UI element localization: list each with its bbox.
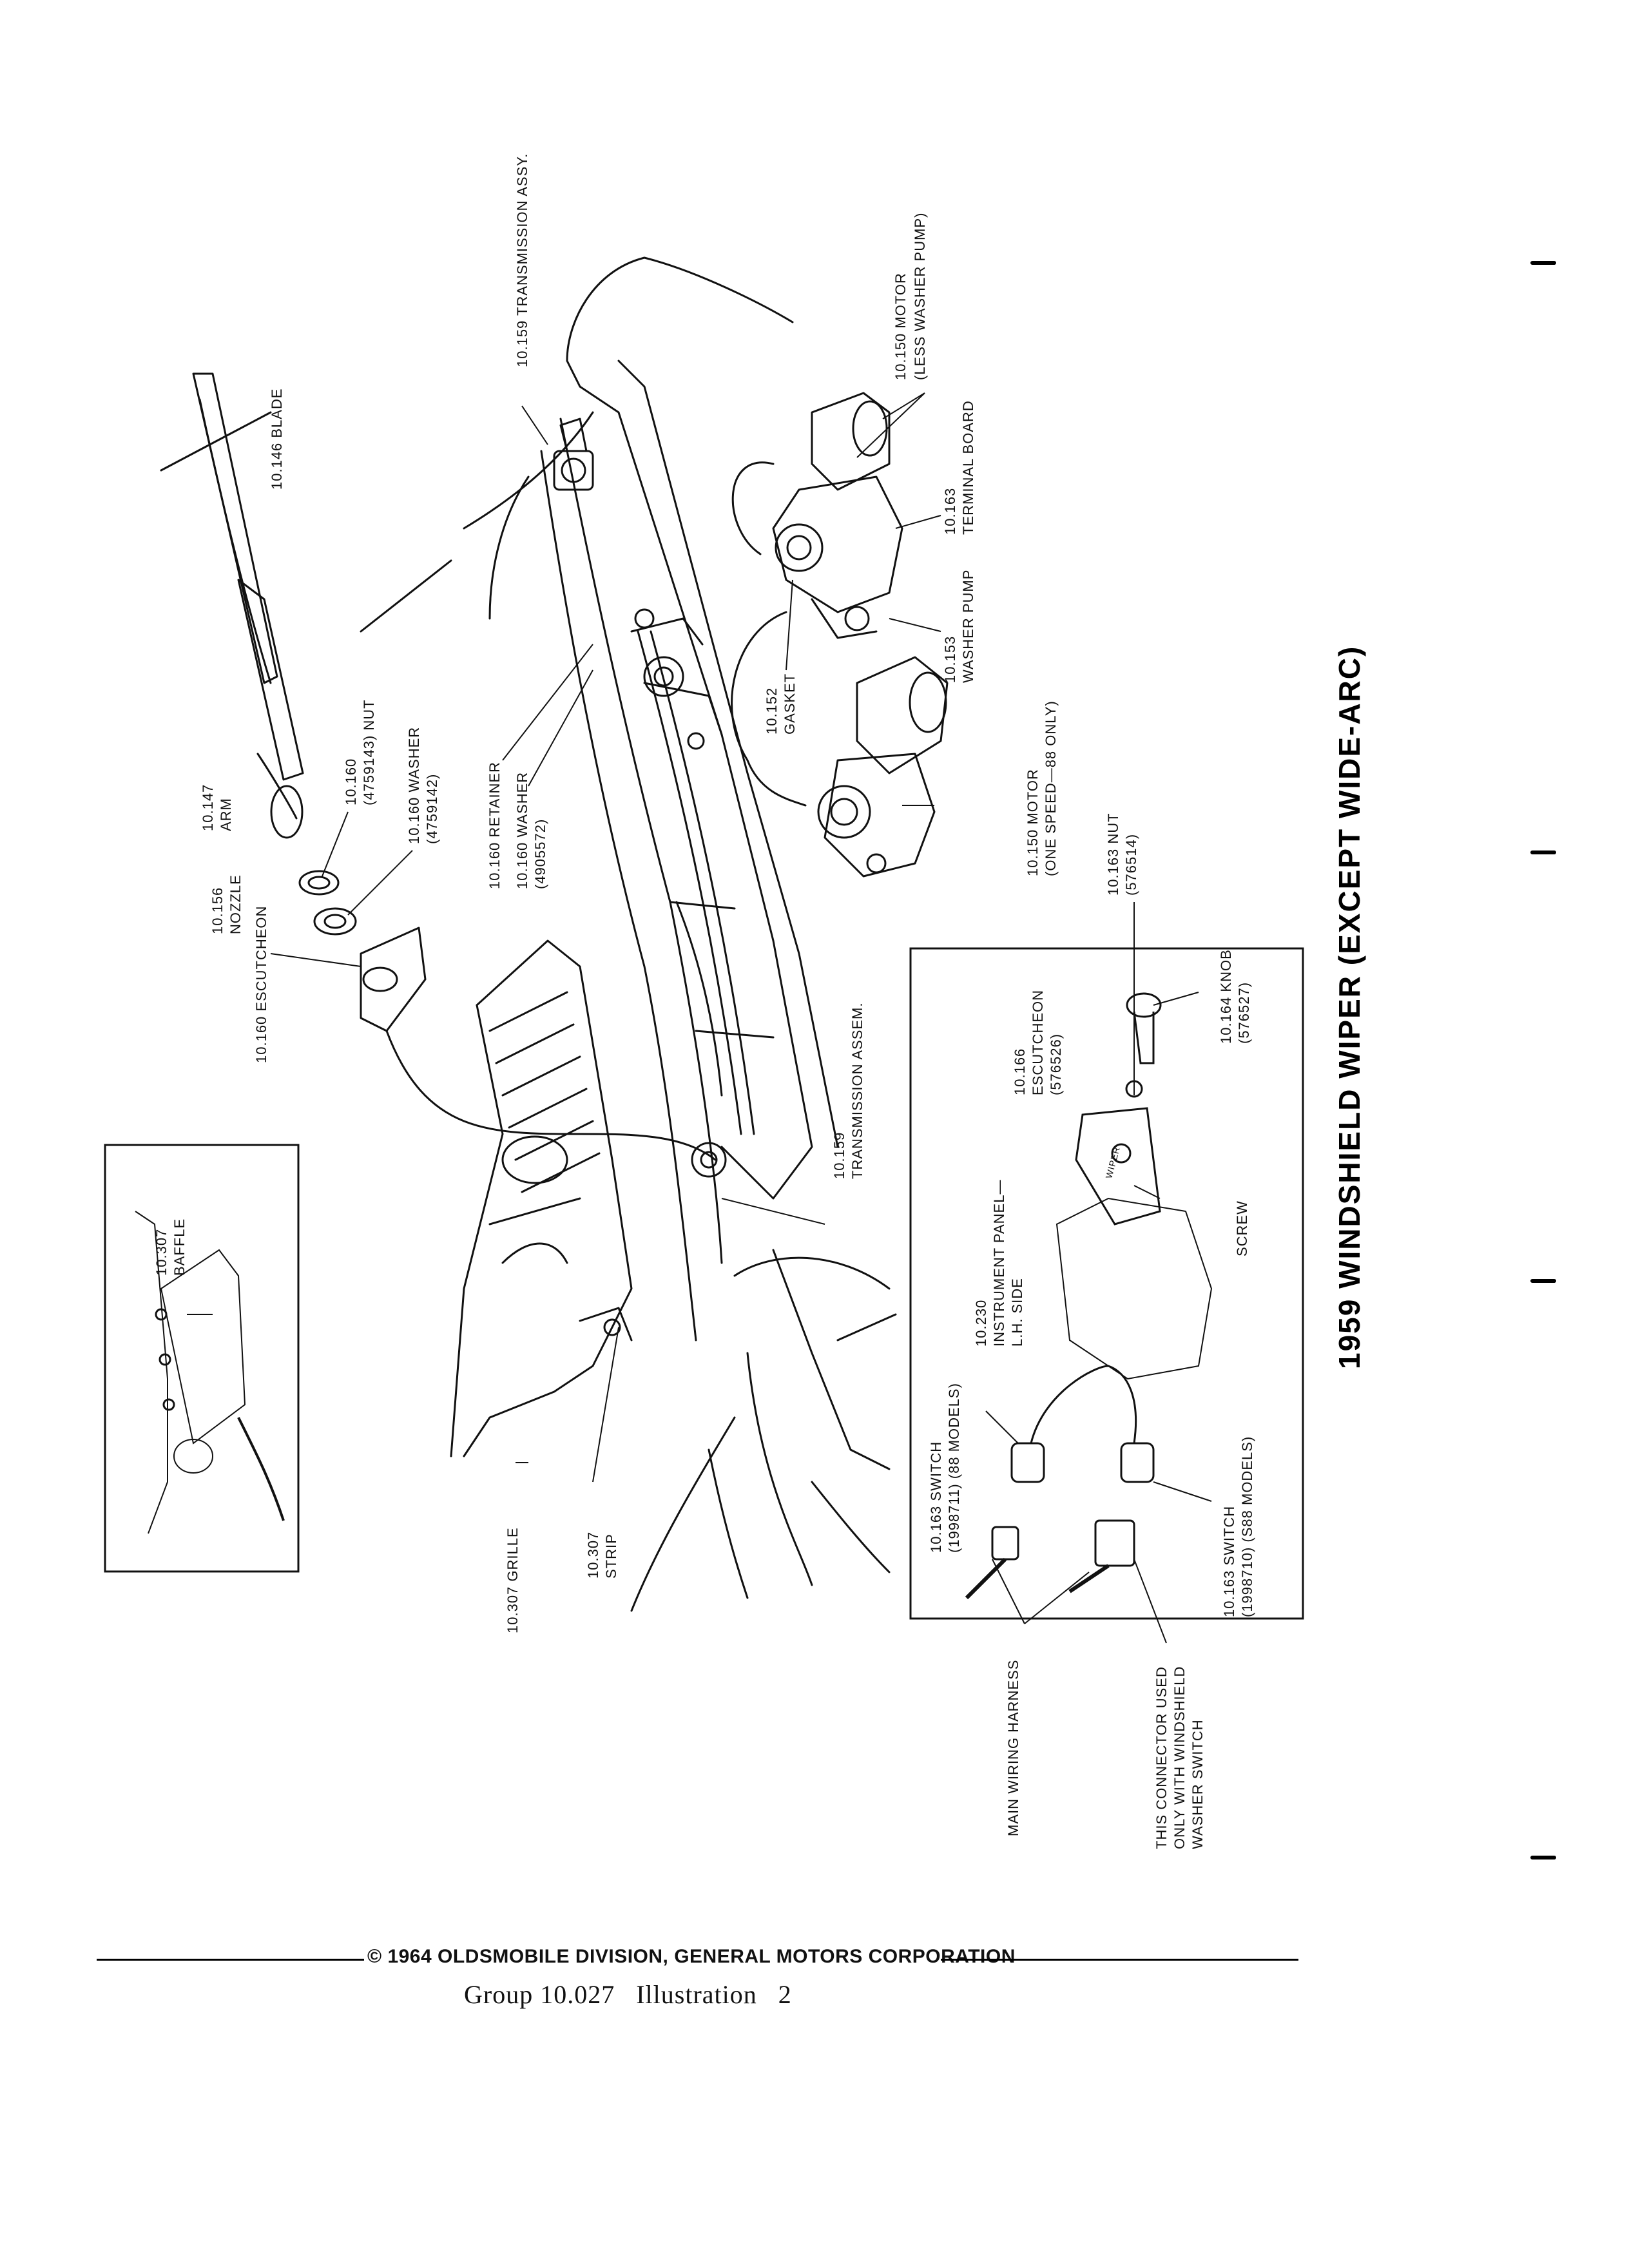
lower-body — [630, 1249, 897, 1612]
binder-mark-1 — [1530, 261, 1556, 265]
windshield-outline — [360, 256, 794, 633]
label-nozzle-2: NOZZLE — [227, 874, 244, 934]
label-arm-1: 10.147 — [200, 784, 216, 831]
grille-panel — [450, 939, 633, 1457]
label-instrument-panel-1: 10.230 — [973, 1300, 989, 1347]
label-nut-switch-1: 10.163 NUT — [1105, 812, 1121, 896]
label-switch-88-1: 10.163 SWITCH — [928, 1441, 944, 1553]
label-gasket-1: 10.152 — [764, 687, 780, 735]
binder-mark-4 — [1530, 1856, 1556, 1860]
linkage-rods — [634, 608, 755, 1178]
diagram-title: 1959 WINDSHIELD WIPER (EXCEPT WIDE-ARC) — [1333, 646, 1366, 1369]
label-strip-1: 10.307 — [585, 1532, 601, 1579]
label-strip-2: STRIP — [603, 1533, 619, 1579]
wiper-blade-arm — [160, 372, 304, 839]
label-connector-2: ONLY WITH WINDSHIELD — [1171, 1666, 1188, 1849]
label-main-harness: MAIN WIRING HARNESS — [1005, 1660, 1021, 1836]
label-gasket-2: GASKET — [782, 673, 798, 735]
label-motor-less-pump-2: (LESS WASHER PUMP) — [912, 213, 928, 380]
callout-labels: 10.159 TRANSMISSION ASSY. 10.150 MOTOR (… — [153, 153, 1366, 1849]
leader-lines — [270, 392, 1212, 1644]
label-nut-1: 10.160 — [343, 758, 359, 805]
label-washer-pump-2: WASHER PUMP — [960, 570, 976, 683]
footer-rule-right — [941, 1959, 1298, 1961]
cowl-panel — [540, 360, 839, 1341]
label-baffle-2: BAFFLE — [171, 1218, 188, 1276]
label-connector-1: THIS CONNECTOR USED — [1153, 1666, 1170, 1849]
label-instrument-panel-2: INSTRUMENT PANEL— — [991, 1180, 1007, 1347]
motor-less-pump — [772, 392, 903, 639]
label-switch-s88-1: 10.163 SWITCH — [1221, 1506, 1237, 1617]
binder-mark-2 — [1530, 850, 1556, 854]
label-washer-a-1: 10.160 WASHER — [406, 727, 422, 844]
label-arm-2: ARM — [218, 798, 234, 831]
copyright-text: © 1964 OLDSMOBILE DIVISION, GENERAL MOTO… — [367, 1946, 1016, 1967]
label-nozzle-1: 10.156 — [209, 887, 226, 934]
outer-escutcheon — [360, 927, 427, 1032]
label-switch-88-2: (1998711) (88 MODELS) — [946, 1383, 962, 1553]
label-switch-s88-2: (1998710) (S88 MODELS) — [1239, 1436, 1255, 1617]
binder-mark-3 — [1530, 1279, 1556, 1283]
label-baffle-1: 10.307 — [153, 1229, 169, 1276]
label-washer-pump-1: 10.153 — [942, 636, 958, 683]
motor-wire-2 — [731, 611, 807, 807]
label-transmission-assem-1: 10.159 — [831, 1132, 847, 1179]
pivot-assembly — [553, 418, 594, 491]
label-knob-2: (576527) — [1236, 982, 1252, 1044]
washers — [298, 870, 357, 936]
footer-rule-left — [97, 1959, 364, 1961]
group-illustration-line: Group 10.027 Illustration 2 — [464, 1979, 792, 2010]
label-washer-b-2: (4905572) — [532, 819, 548, 889]
illustration-label: Illustration — [636, 1980, 757, 2009]
illustration-number: 2 — [778, 1980, 792, 2009]
label-retainer: 10.160 RETAINER — [487, 762, 503, 889]
label-escutcheon-inner-3: (576526) — [1048, 1033, 1064, 1095]
motor-wire — [731, 461, 775, 555]
label-washer-b-1: 10.160 WASHER — [514, 772, 530, 889]
motor-one-speed — [817, 656, 949, 878]
label-terminal-board-2: TERMINAL BOARD — [960, 400, 976, 535]
label-washer-a-2: (4759142) — [424, 774, 440, 844]
switch-inset — [909, 947, 1304, 1620]
label-screw: SCREW — [1234, 1200, 1250, 1256]
label-motor-less-pump-1: 10.150 MOTOR — [892, 273, 909, 380]
label-blade: 10.146 BLADE — [269, 388, 285, 490]
washer-hose — [385, 1030, 717, 1161]
label-instrument-panel-3: L.H. SIDE — [1009, 1278, 1025, 1347]
label-connector-3: WASHER SWITCH — [1190, 1719, 1206, 1849]
label-motor-one-speed-2: (ONE SPEED—88 ONLY) — [1043, 700, 1059, 876]
label-escutcheon-outer: 10.160 ESCUTCHEON — [253, 906, 269, 1063]
label-escutcheon-inner-2: ESCUTCHEON — [1030, 990, 1046, 1095]
group-number: Group 10.027 — [464, 1980, 615, 2009]
label-escutcheon-inner-1: 10.166 — [1012, 1048, 1028, 1095]
baffle-inset — [104, 1144, 300, 1573]
label-transmission-assem-2: TRANSMISSION ASSEM. — [849, 1003, 865, 1180]
label-motor-one-speed-1: 10.150 MOTOR — [1025, 769, 1041, 876]
label-grille: 10.307 GRILLE — [505, 1527, 521, 1633]
label-nut-2: (4759143) NUT — [361, 699, 377, 805]
label-nut-switch-2: (576514) — [1123, 834, 1139, 896]
label-transmission-assy: 10.159 TRANSMISSION ASSY. — [514, 153, 530, 367]
label-terminal-board-1: 10.163 — [942, 488, 958, 535]
label-knob-1: 10.164 KNOB — [1218, 949, 1234, 1044]
